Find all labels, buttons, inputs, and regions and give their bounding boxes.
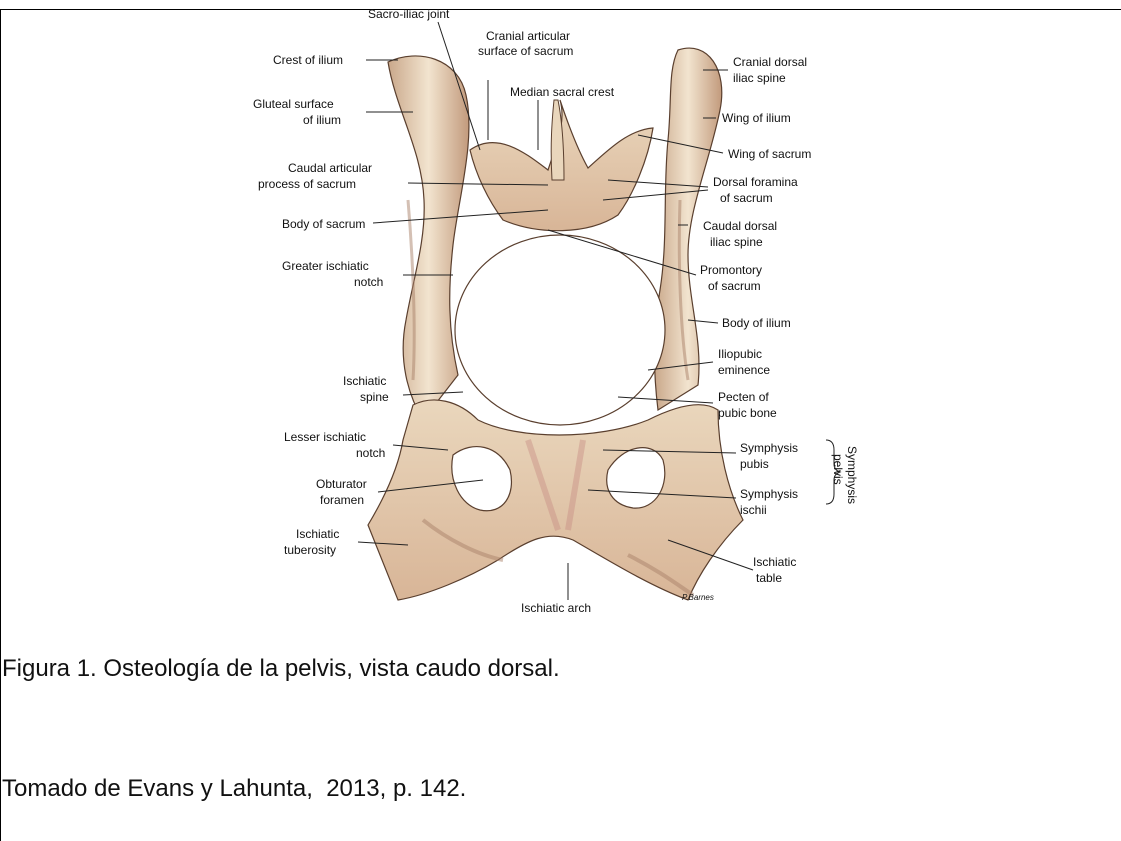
label-lesser-ischiatic-1: Lesser ischiatic — [284, 430, 366, 444]
label-ischiatic-arch: Ischiatic arch — [521, 601, 591, 615]
label-ischiatic-spine-2: spine — [360, 390, 389, 404]
label-symphysis-ischii-2: ischii — [740, 503, 767, 517]
left-ilium — [388, 56, 469, 420]
label-symphysis-pubis-1: Symphysis — [740, 441, 798, 455]
pelvic-inlet — [455, 235, 665, 425]
label-pecten-2: pubic bone — [718, 406, 777, 420]
label-iliopubic-1: Iliopubic — [718, 347, 762, 361]
label-ischiatic-table-2: table — [756, 571, 782, 585]
label-median-sacral-crest: Median sacral crest — [510, 85, 615, 99]
label-caudal-articular-2: process of sacrum — [258, 177, 356, 191]
label-iliopubic-2: eminence — [718, 363, 770, 377]
label-cranial-dorsal-iliac-1: Cranial dorsal — [733, 55, 807, 69]
label-cranial-articular-2: surface of sacrum — [478, 44, 573, 58]
label-greater-ischiatic-1: Greater ischiatic — [282, 259, 369, 273]
label-lesser-ischiatic-2: notch — [356, 446, 385, 460]
label-wing-of-sacrum: Wing of sacrum — [728, 147, 811, 161]
label-caudal-dorsal-iliac-1: Caudal dorsal — [703, 219, 777, 233]
pelvis-illustration: Sacro-iliac joint Cranial articular surf… — [248, 0, 888, 625]
label-gluteal-surface-1: Gluteal surface — [253, 97, 334, 111]
artist-signature: P.Barnes — [682, 593, 714, 602]
figure-caption: Figura 1. Osteología de la pelvis, vista… — [2, 655, 560, 683]
figure-source: Tomado de Evans y Lahunta, 2013, p. 142. — [2, 775, 466, 803]
label-ischiatic-tuberosity-1: Ischiatic — [296, 527, 339, 541]
ischium-pubis — [368, 400, 743, 600]
label-wing-of-ilium: Wing of ilium — [722, 111, 791, 125]
label-ischiatic-table-1: Ischiatic — [753, 555, 796, 569]
label-greater-ischiatic-2: notch — [354, 275, 383, 289]
label-dorsal-foramina-1: Dorsal foramina — [713, 175, 798, 189]
label-body-of-sacrum: Body of sacrum — [282, 217, 365, 231]
label-caudal-dorsal-iliac-2: iliac spine — [710, 235, 763, 249]
label-body-of-ilium: Body of ilium — [722, 316, 791, 330]
label-ischiatic-tuberosity-2: tuberosity — [284, 543, 336, 557]
label-pecten-1: Pecten of — [718, 390, 769, 404]
label-caudal-articular-1: Caudal articular — [288, 161, 372, 175]
label-crest-of-ilium: Crest of ilium — [273, 53, 343, 67]
label-symphysis-pelvis-1: Symphysis — [845, 446, 859, 504]
label-obturator-1: Obturator — [316, 477, 367, 491]
page-border-left — [0, 9, 1, 841]
label-sacroiliac-joint: Sacro-iliac joint — [368, 7, 450, 21]
label-promontory-1: Promontory — [700, 263, 762, 277]
label-cranial-dorsal-iliac-2: iliac spine — [733, 71, 786, 85]
label-symphysis-pelvis-2: pelvis — [831, 454, 845, 485]
label-cranial-articular-1: Cranial articular — [486, 29, 570, 43]
label-dorsal-foramina-2: of sacrum — [720, 191, 773, 205]
label-symphysis-pubis-2: pubis — [740, 457, 769, 471]
label-symphysis-ischii-1: Symphysis — [740, 487, 798, 501]
label-ischiatic-spine-1: Ischiatic — [343, 374, 386, 388]
label-gluteal-surface-2: of ilium — [303, 113, 341, 127]
label-obturator-2: foramen — [320, 493, 364, 507]
label-promontory-2: of sacrum — [708, 279, 761, 293]
